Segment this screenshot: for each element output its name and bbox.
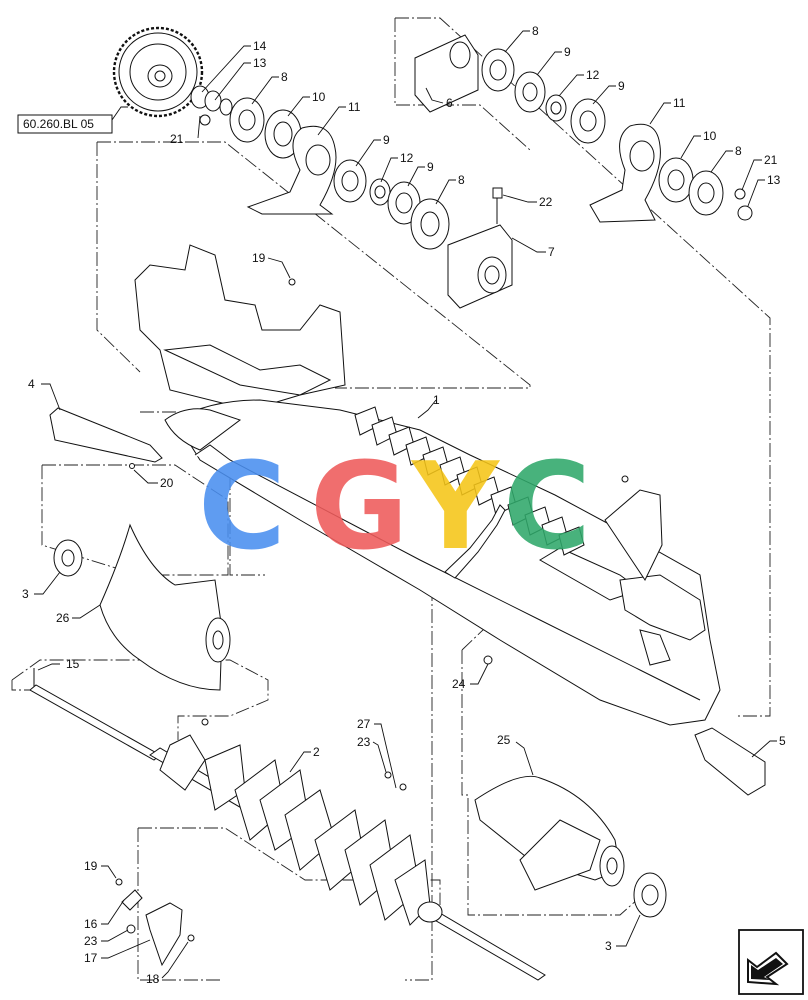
callout-labels: 14 13 8 21 10 11 9 12 9 8 8 9 12 9 6 11 … xyxy=(22,24,786,986)
bearing-housing-11-right xyxy=(589,123,661,223)
cover-17-parts xyxy=(115,278,629,967)
callout-6: 6 xyxy=(446,96,453,110)
callout-11: 11 xyxy=(673,96,686,110)
callout-3: 3 xyxy=(605,939,612,953)
rod-15 xyxy=(29,668,161,761)
bearing-stack-right xyxy=(658,157,753,221)
watermark-letter-y: Y xyxy=(410,438,501,577)
callout-19: 19 xyxy=(252,251,266,265)
callout-12: 12 xyxy=(400,151,414,165)
plate-6-and-bearings xyxy=(414,34,606,144)
callout-13: 13 xyxy=(767,173,781,187)
cutting-rotor-2 xyxy=(149,734,546,981)
previous-view-arrow-icon[interactable] xyxy=(738,929,804,995)
reference-link-box[interactable]: 60.260.BL 05 xyxy=(17,114,113,134)
callout-12: 12 xyxy=(586,68,600,82)
rotor-26-left xyxy=(53,523,231,691)
shields xyxy=(49,407,766,796)
callout-17: 17 xyxy=(84,951,98,965)
callout-8: 8 xyxy=(532,24,539,38)
callout-8: 8 xyxy=(281,70,288,84)
callout-14: 14 xyxy=(253,39,267,53)
callout-16: 16 xyxy=(84,917,98,931)
callout-3: 3 xyxy=(22,587,29,601)
callout-9: 9 xyxy=(618,79,625,93)
callout-23: 23 xyxy=(84,934,98,948)
callout-27: 27 xyxy=(357,717,371,731)
callout-25: 25 xyxy=(497,733,511,747)
callout-8: 8 xyxy=(735,144,742,158)
callout-7: 7 xyxy=(548,245,555,259)
callout-10: 10 xyxy=(703,129,717,143)
lever-arm xyxy=(444,504,506,579)
callout-9: 9 xyxy=(427,160,434,174)
drive-sprocket xyxy=(112,26,204,118)
callout-24: 24 xyxy=(452,677,466,691)
callout-15: 15 xyxy=(66,657,80,671)
watermark-letter-c2: C xyxy=(503,438,591,577)
callout-19: 19 xyxy=(84,859,98,873)
callout-23: 23 xyxy=(357,735,371,749)
watermark-logo: C G Y C xyxy=(198,438,591,577)
bearing-stack-middle xyxy=(333,159,450,250)
callout-21: 21 xyxy=(170,132,184,146)
callout-10: 10 xyxy=(312,90,326,104)
callout-20: 20 xyxy=(160,476,174,490)
reference-link-label[interactable]: 60.260.BL 05 xyxy=(23,117,94,131)
callout-1: 1 xyxy=(433,393,440,407)
callout-18: 18 xyxy=(146,972,160,986)
callout-11: 11 xyxy=(348,100,361,114)
leader-lines xyxy=(34,30,777,979)
callout-26: 26 xyxy=(56,611,70,625)
callout-4: 4 xyxy=(28,377,35,391)
callout-5: 5 xyxy=(779,734,786,748)
callout-21: 21 xyxy=(764,153,778,167)
main-frame xyxy=(134,244,721,726)
watermark-letter-g: G xyxy=(310,438,409,577)
callout-2: 2 xyxy=(313,745,320,759)
knife-bank xyxy=(354,406,585,556)
watermark-letter-c1: C xyxy=(198,438,286,577)
callout-22: 22 xyxy=(539,195,553,209)
callout-9: 9 xyxy=(564,45,571,59)
callout-9: 9 xyxy=(383,133,390,147)
bearing-housing-11-left xyxy=(246,125,337,215)
callout-8: 8 xyxy=(458,173,465,187)
rotor-25-right xyxy=(474,775,667,918)
callout-13: 13 xyxy=(253,56,267,70)
plate-7-with-bolt xyxy=(447,187,513,309)
bearing-stack-left xyxy=(190,85,302,159)
